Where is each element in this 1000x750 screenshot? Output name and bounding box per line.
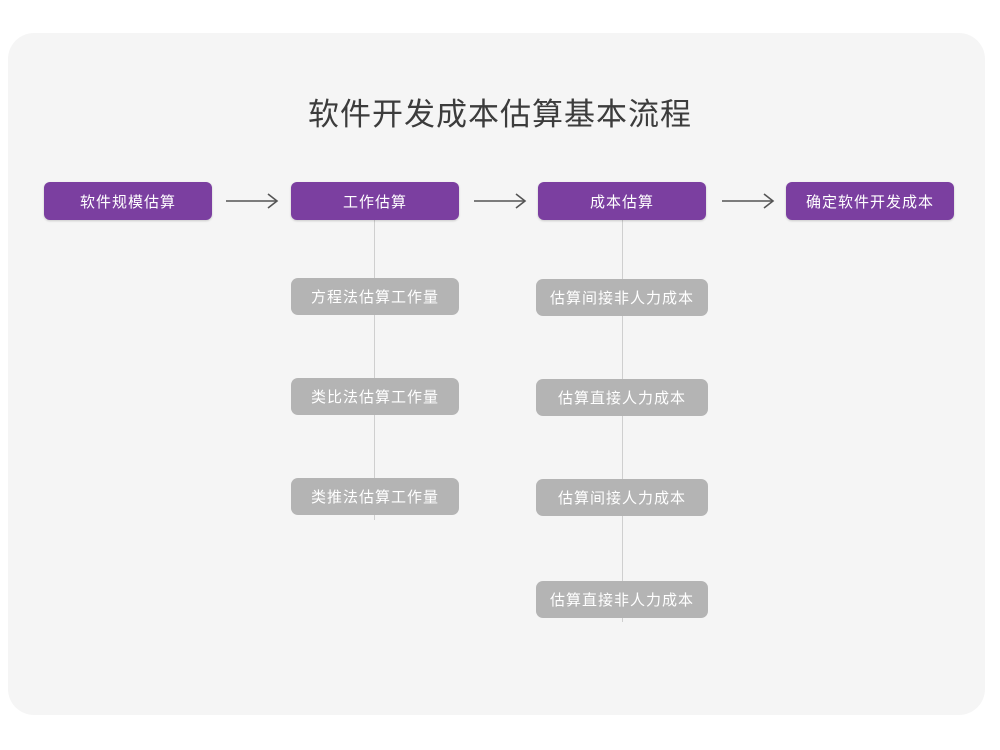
connector-line-stage-2 [374,220,376,520]
flow-substep-stage-2-1[interactable]: 方程法估算工作量 [291,278,459,315]
page-title: 软件开发成本估算基本流程 [308,97,692,132]
flow-substep-stage-3-1[interactable]: 估算间接非人力成本 [536,279,708,316]
flow-substep-stage-3-2[interactable]: 估算直接人力成本 [536,379,708,416]
arrow-stage-2-to-stage-3 [474,193,527,209]
arrow-stage-3-to-stage-4 [722,193,775,209]
flow-substep-stage-2-2[interactable]: 类比法估算工作量 [291,378,459,415]
flow-node-stage-1[interactable]: 软件规模估算 [44,182,212,220]
flow-substep-stage-2-3[interactable]: 类推法估算工作量 [291,478,459,515]
connector-line-stage-3 [622,220,624,622]
flow-substep-stage-3-4[interactable]: 估算直接非人力成本 [536,581,708,618]
content-card [8,33,985,715]
flow-node-stage-2[interactable]: 工作估算 [291,182,459,220]
flow-substep-stage-3-3[interactable]: 估算间接人力成本 [536,479,708,516]
flow-node-stage-4[interactable]: 确定软件开发成本 [786,182,954,220]
flow-node-stage-3[interactable]: 成本估算 [538,182,706,220]
arrow-stage-1-to-stage-2 [226,193,279,209]
